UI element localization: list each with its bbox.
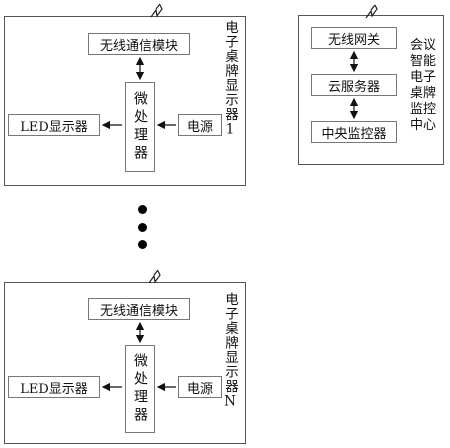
device-1-mcu: 微处理器 bbox=[125, 82, 155, 172]
ellipsis-dot-1 bbox=[138, 205, 147, 214]
device-1-wireless-module: 无线通信模块 bbox=[88, 33, 190, 55]
wireless-gateway: 无线网关 bbox=[311, 27, 397, 49]
device-1-power: 电源 bbox=[178, 114, 222, 136]
device-n-mcu: 微处理器 bbox=[125, 345, 155, 433]
ellipsis-dot-3 bbox=[138, 240, 147, 249]
cloud-server: 云服务器 bbox=[311, 74, 397, 96]
device-n-label: 电子桌牌显示器N bbox=[222, 292, 238, 411]
lightning-bolt-icon bbox=[150, 3, 163, 18]
device-n-power: 电源 bbox=[178, 376, 222, 398]
device-1-led-display: LED显示器 bbox=[8, 114, 100, 136]
ellipsis-dot-2 bbox=[138, 223, 147, 232]
device-n-wireless-module: 无线通信模块 bbox=[88, 298, 190, 320]
device-n-led-display: LED显示器 bbox=[8, 376, 100, 398]
lightning-bolt-icon bbox=[365, 4, 378, 19]
device-1-label: 电子桌牌显示器1 bbox=[222, 20, 238, 139]
monitoring-center-label: 会议智能电子桌牌监控中心 bbox=[410, 38, 437, 133]
central-monitor: 中央监控器 bbox=[311, 121, 397, 143]
lightning-bolt-icon bbox=[148, 269, 161, 284]
